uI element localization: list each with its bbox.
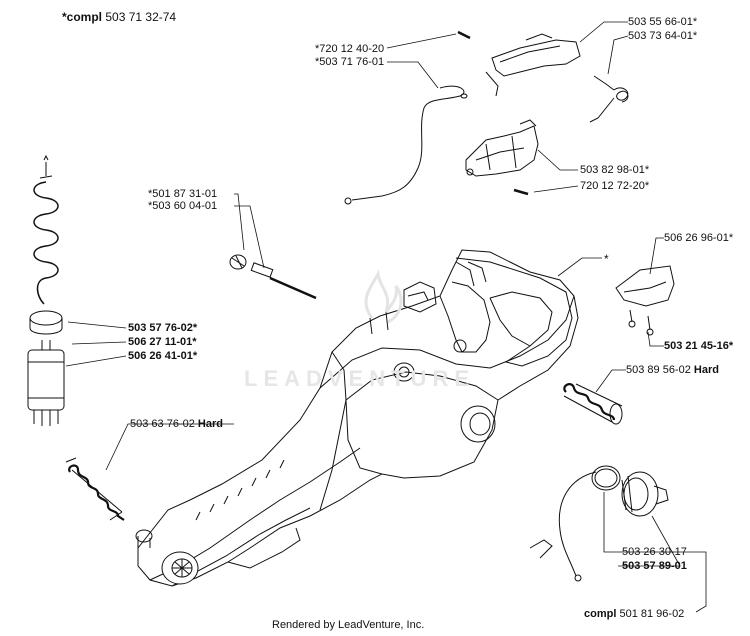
label-503-63-76-02-number: 503 63 76-02 <box>130 418 195 430</box>
av-spring-left <box>65 457 125 521</box>
label-503-26-30-17[interactable]: 503 26 30-17 <box>622 546 687 558</box>
label-501-81-96-02[interactable]: compl 501 81 96-02 <box>584 608 684 621</box>
label-720-12-40-20[interactable]: *720 12 40-20 <box>315 43 385 55</box>
lockout-pin <box>513 188 529 196</box>
throttle-lockout <box>465 119 539 177</box>
label-503-89-56-02[interactable]: 503 89 56-02 Hard <box>626 364 719 377</box>
header-prefix: *compl <box>62 10 103 24</box>
cap-strap <box>529 471 597 582</box>
adjuster-knob <box>229 254 247 270</box>
fuel-hose <box>33 154 59 305</box>
label-503-89-56-02-suffix: Hard <box>693 364 719 376</box>
watermark-flame-icon <box>364 269 403 324</box>
trigger-spring <box>589 75 629 123</box>
label-506-26-41-01[interactable]: 506 26 41-01* <box>128 350 198 362</box>
label-503-71-76-01[interactable]: *503 71 76-01 <box>315 56 385 68</box>
watermark-text: LEADVENTURE <box>244 366 476 391</box>
label-503-21-45-16[interactable]: 503 21 45-16* <box>664 340 734 352</box>
label-506-27-11-01[interactable]: 506 27 11-01* <box>128 336 197 348</box>
adjuster-screw <box>250 262 317 300</box>
label-503-57-76-02[interactable]: 503 57 76-02* <box>128 322 198 334</box>
throttle-trigger <box>485 33 581 97</box>
kit-header: *compl 503 71 32-74 <box>62 10 176 24</box>
label-compl-prefix: compl <box>584 608 617 620</box>
trigger-pin <box>457 30 471 40</box>
av-spring-right <box>563 383 623 425</box>
label-501-87-31-01[interactable]: *501 87 31-01 <box>148 188 218 200</box>
label-503-57-89-01[interactable]: 503 57 89-01 <box>622 560 687 572</box>
fuel-filter <box>27 340 65 426</box>
plate-screws <box>628 309 654 336</box>
cover-plate <box>615 265 675 307</box>
crankcase <box>135 249 579 587</box>
label-503-89-56-02-number: 503 89 56-02 <box>626 364 691 376</box>
leader-lines <box>65 21 707 613</box>
label-501-81-96-02-number: 501 81 96-02 <box>619 608 685 620</box>
label-503-60-04-01[interactable]: *503 60 04-01 <box>148 200 218 212</box>
label-503-63-76-02[interactable]: 503 63 76-02 Hard <box>130 418 223 431</box>
o-ring <box>591 465 621 491</box>
label-503-55-66-01[interactable]: 503 55 66-01* <box>628 16 698 28</box>
label-506-26-96-01[interactable]: 506 26 96-01* <box>664 232 734 244</box>
throttle-cable <box>344 85 468 205</box>
header-number: 503 71 32-74 <box>105 10 177 24</box>
label-503-82-98-01[interactable]: 503 82 98-01* <box>580 164 650 176</box>
label-503-73-64-01[interactable]: 503 73 64-01* <box>628 30 698 42</box>
fuel-grommet <box>29 310 63 335</box>
footer-credit: Rendered by LeadVenture, Inc. <box>272 619 425 631</box>
label-720-12-72-20[interactable]: 720 12 72-20* <box>580 180 650 192</box>
label-503-63-76-02-suffix: Hard <box>197 418 223 430</box>
oil-cap <box>621 471 669 517</box>
label-star[interactable]: * <box>604 252 609 266</box>
